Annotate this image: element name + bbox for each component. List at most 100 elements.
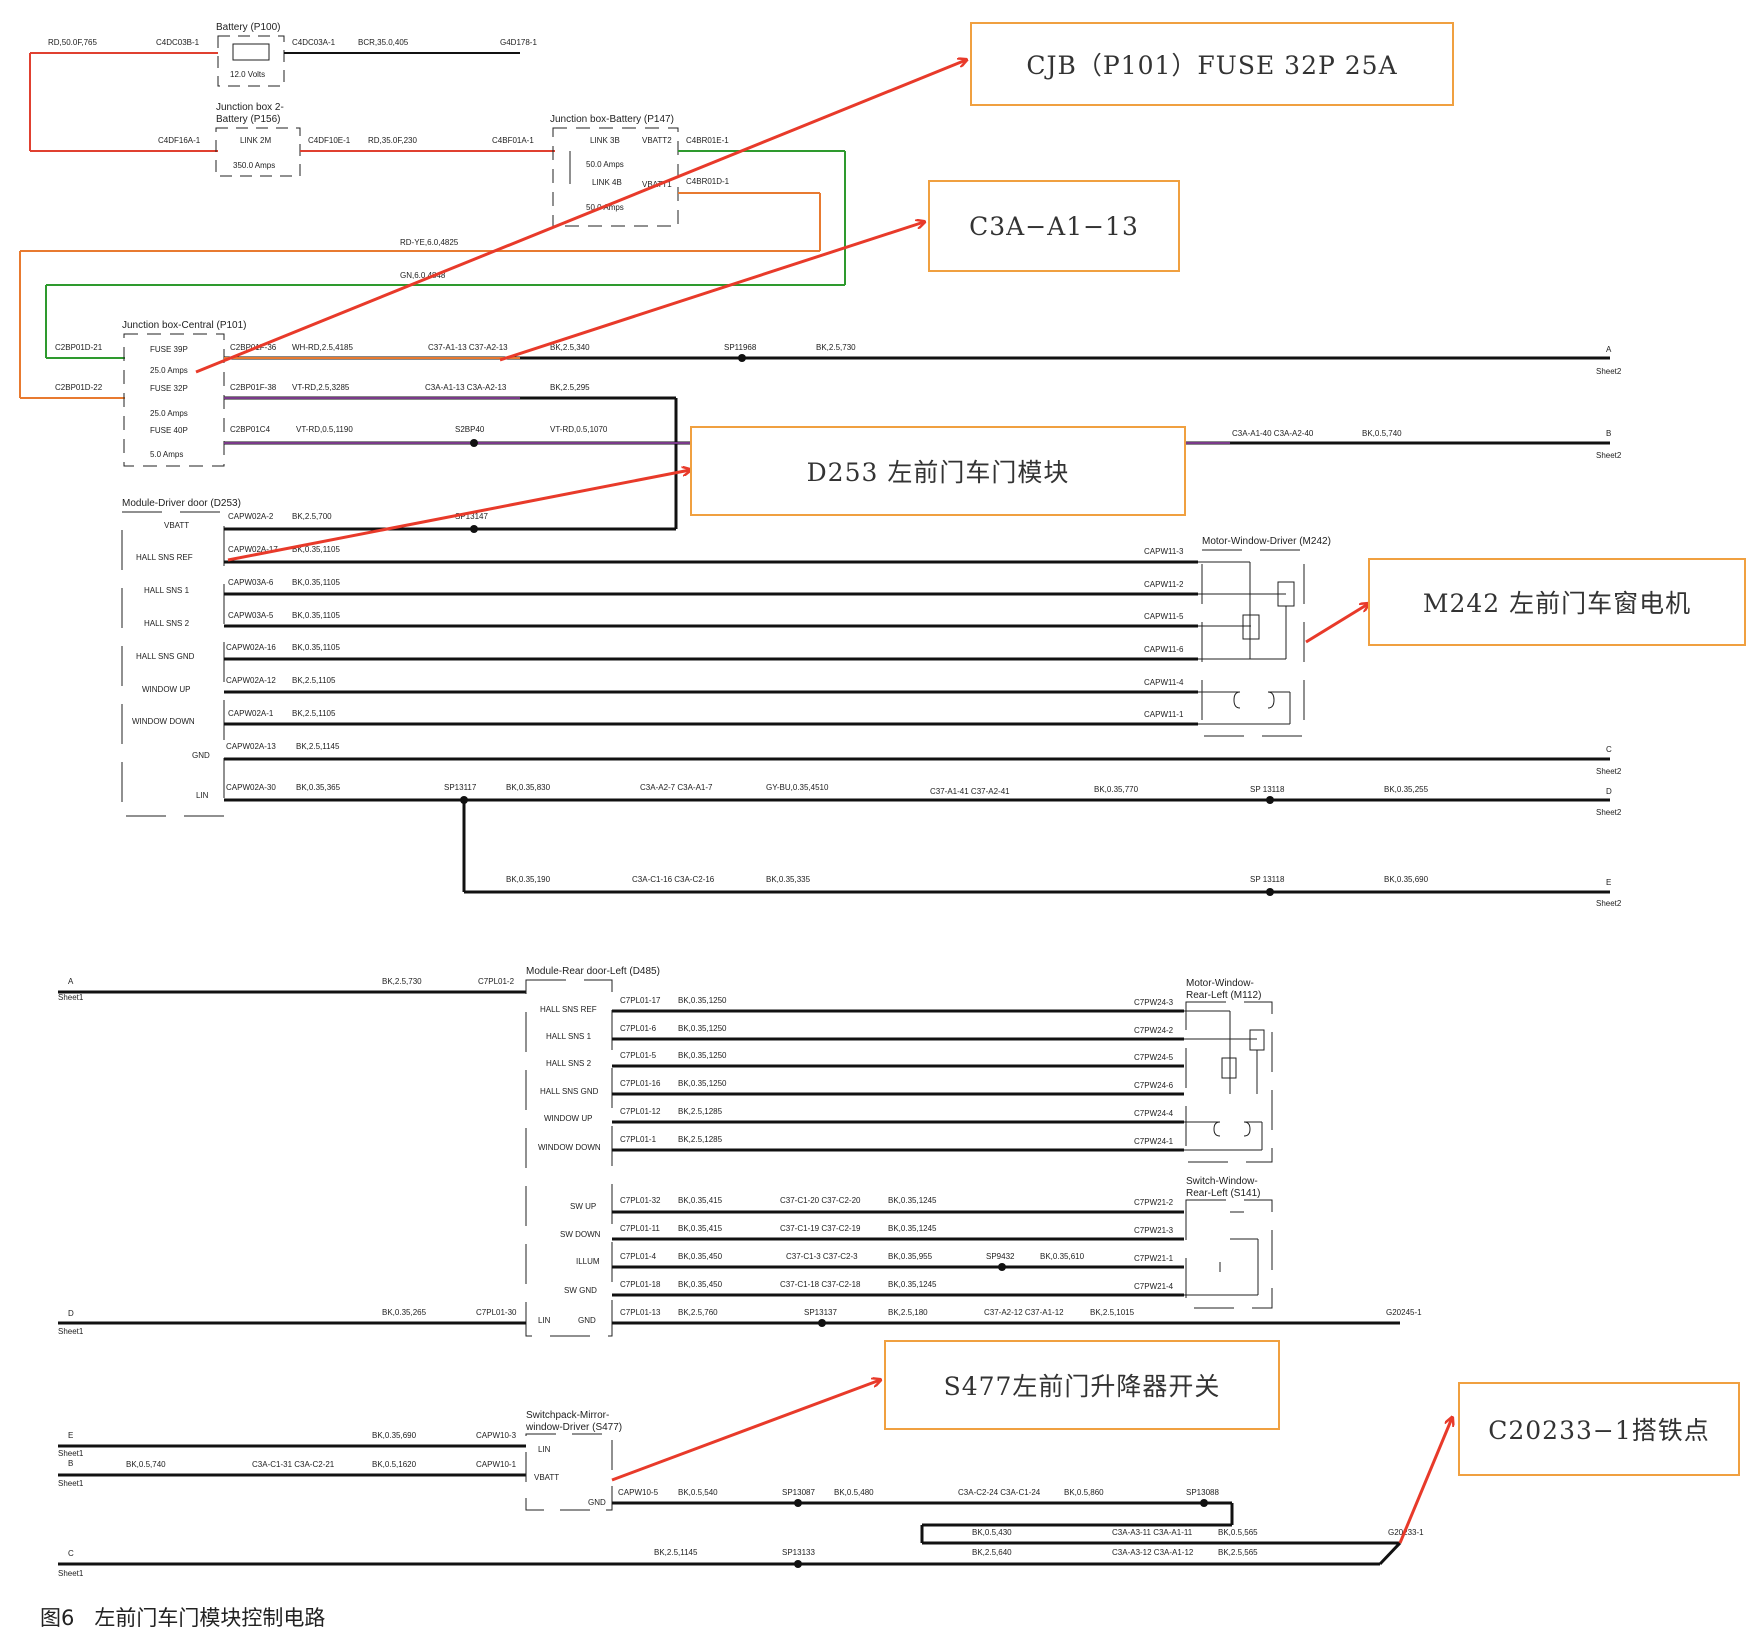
svg-text:C7PL01-32: C7PL01-32 (620, 1196, 661, 1205)
svg-text:GN,6.0,4848: GN,6.0,4848 (400, 271, 446, 280)
svg-text:B: B (1606, 429, 1611, 438)
svg-text:25.0 Amps: 25.0 Amps (150, 409, 188, 418)
svg-text:window-Driver (S477): window-Driver (S477) (525, 1422, 622, 1433)
svg-text:C2BP01D-21: C2BP01D-21 (55, 343, 103, 352)
svg-text:BK,0.35,1245: BK,0.35,1245 (888, 1280, 937, 1289)
svg-text:SP9432: SP9432 (986, 1252, 1015, 1261)
svg-text:HALL SNS 2: HALL SNS 2 (144, 619, 190, 628)
svg-text:BK,0.35,770: BK,0.35,770 (1094, 785, 1139, 794)
svg-text:C4DF10E-1: C4DF10E-1 (308, 136, 351, 145)
svg-text:HALL SNS GND: HALL SNS GND (136, 652, 195, 661)
svg-text:C: C (1606, 745, 1612, 754)
arrow-c3a (499, 222, 924, 362)
svg-text:BK,0.35,415: BK,0.35,415 (678, 1196, 723, 1205)
svg-text:BK,0.35,450: BK,0.35,450 (678, 1280, 723, 1289)
svg-text:CAPW11-2: CAPW11-2 (1144, 580, 1184, 589)
svg-text:SP13137: SP13137 (804, 1308, 837, 1317)
svg-text:LINK 3B: LINK 3B (590, 136, 620, 145)
svg-text:BK,2.5,180: BK,2.5,180 (888, 1308, 928, 1317)
svg-text:BK,2.5,340: BK,2.5,340 (550, 343, 590, 352)
svg-text:BK,0.35,365: BK,0.35,365 (296, 783, 341, 792)
svg-text:CAPW11-3: CAPW11-3 (1144, 547, 1184, 556)
svg-text:BK,0.5,430: BK,0.5,430 (972, 1528, 1012, 1537)
svg-text:GY-BU,0.35,4510: GY-BU,0.35,4510 (766, 783, 829, 792)
svg-text:C37-C1-19 C37-C2-19: C37-C1-19 C37-C2-19 (780, 1224, 861, 1233)
svg-text:C3A-C1-16 C3A-C2-16: C3A-C1-16 C3A-C2-16 (632, 875, 715, 884)
svg-text:FUSE 39P: FUSE 39P (150, 345, 188, 354)
svg-text:C7PL01-17: C7PL01-17 (620, 996, 661, 1005)
svg-text:BK,0.35,1105: BK,0.35,1105 (292, 545, 340, 554)
svg-text:CAPW03A-5: CAPW03A-5 (228, 611, 274, 620)
svg-text:Switch-Window-: Switch-Window- (1186, 1176, 1258, 1187)
svg-text:C7PL01-2: C7PL01-2 (478, 977, 515, 986)
svg-text:Sheet2: Sheet2 (1596, 767, 1622, 776)
svg-text:BK,0.35,690: BK,0.35,690 (372, 1431, 417, 1440)
svg-text:C3A-C1-31 C3A-C2-21: C3A-C1-31 C3A-C2-21 (252, 1460, 335, 1469)
svg-text:Battery (P100): Battery (P100) (216, 22, 280, 33)
svg-text:25.0 Amps: 25.0 Amps (150, 366, 188, 375)
svg-text:SW GND: SW GND (564, 1286, 597, 1295)
svg-text:HALL SNS 1: HALL SNS 1 (144, 586, 190, 595)
svg-text:BK,0.35,1105: BK,0.35,1105 (292, 578, 340, 587)
svg-text:BK,0.35,1250: BK,0.35,1250 (678, 1051, 727, 1060)
svg-text:Sheet1: Sheet1 (58, 1327, 84, 1336)
svg-text:S2BP40: S2BP40 (455, 425, 485, 434)
svg-text:CAPW02A-13: CAPW02A-13 (226, 742, 276, 751)
svg-text:GND: GND (578, 1316, 596, 1325)
svg-text:HALL SNS GND: HALL SNS GND (540, 1087, 599, 1096)
svg-text:BK,0.35,1105: BK,0.35,1105 (292, 643, 340, 652)
svg-text:C37-A1-41 C37-A2-41: C37-A1-41 C37-A2-41 (930, 787, 1010, 796)
svg-text:CAPW02A-1: CAPW02A-1 (228, 709, 274, 718)
svg-text:LIN: LIN (538, 1316, 551, 1325)
svg-text:Rear-Left (S141): Rear-Left (S141) (1186, 1188, 1260, 1199)
svg-text:C7PL01-18: C7PL01-18 (620, 1280, 661, 1289)
svg-text:BK,0.35,335: BK,0.35,335 (766, 875, 811, 884)
arrow-s477 (611, 1380, 880, 1482)
svg-text:WINDOW DOWN: WINDOW DOWN (538, 1143, 601, 1152)
svg-text:CAPW02A-12: CAPW02A-12 (226, 676, 276, 685)
svg-text:SP13117: SP13117 (444, 783, 477, 792)
svg-text:FUSE 40P: FUSE 40P (150, 426, 188, 435)
svg-text:WINDOW UP: WINDOW UP (142, 685, 190, 694)
svg-text:GND: GND (588, 1498, 606, 1507)
svg-text:BK,0.35,955: BK,0.35,955 (888, 1252, 933, 1261)
svg-text:Junction box 2-: Junction box 2- (216, 102, 284, 113)
svg-text:A: A (68, 977, 74, 986)
svg-text:C2BP01C4: C2BP01C4 (230, 425, 271, 434)
motor-window-rear-left-m112: Motor-Window- Rear-Left (M112) (1184, 978, 1273, 1163)
figure-title: 左前门车门模块控制电路 (94, 1606, 326, 1630)
svg-text:BK,0.35,610: BK,0.35,610 (1040, 1252, 1085, 1261)
svg-text:C7PL01-5: C7PL01-5 (620, 1051, 657, 1060)
svg-text:Sheet1: Sheet1 (58, 1479, 84, 1488)
svg-text:BK,0.35,1245: BK,0.35,1245 (888, 1196, 937, 1205)
svg-text:C3A-A1-13 C3A-A2-13: C3A-A1-13 C3A-A2-13 (425, 383, 507, 392)
motor-window-driver-m242: Motor-Window-Driver (M242) (1198, 536, 1331, 737)
svg-text:BK,0.5,565: BK,0.5,565 (1218, 1528, 1258, 1537)
svg-text:Rear-Left (M112): Rear-Left (M112) (1186, 990, 1261, 1001)
svg-text:C7PL01-1: C7PL01-1 (620, 1135, 657, 1144)
svg-text:BK,0.35,1250: BK,0.35,1250 (678, 1024, 727, 1033)
svg-text:SW DOWN: SW DOWN (560, 1230, 601, 1239)
svg-text:BK,0.5,540: BK,0.5,540 (678, 1488, 718, 1497)
arrow-d253 (227, 470, 690, 562)
svg-text:E: E (68, 1431, 73, 1440)
svg-text:SP13133: SP13133 (782, 1548, 815, 1557)
svg-text:Motor-Window-Driver (M242): Motor-Window-Driver (M242) (1202, 536, 1331, 547)
svg-text:350.0 Amps: 350.0 Amps (233, 161, 275, 170)
svg-text:C37-A2-12 C37-A1-12: C37-A2-12 C37-A1-12 (984, 1308, 1064, 1317)
svg-text:C37-A1-13 C37-A2-13: C37-A1-13 C37-A2-13 (428, 343, 508, 352)
svg-text:C37-C1-3 C37-C2-3: C37-C1-3 C37-C2-3 (786, 1252, 858, 1261)
svg-text:BK,0.35,1245: BK,0.35,1245 (888, 1224, 937, 1233)
svg-text:50.0 Amps: 50.0 Amps (586, 160, 624, 169)
switch-window-rear-left-s141: Switch-Window- Rear-Left (S141) (1184, 1176, 1273, 1309)
svg-text:A: A (1606, 345, 1612, 354)
svg-text:C4DF16A-1: C4DF16A-1 (158, 136, 201, 145)
svg-text:C4DC03A-1: C4DC03A-1 (292, 38, 336, 47)
callout-m242-motor: M242 左前门车窗电机 (1368, 558, 1746, 646)
svg-text:CAPW02A-16: CAPW02A-16 (226, 643, 276, 652)
svg-text:C7PL01-16: C7PL01-16 (620, 1079, 661, 1088)
svg-text:BK,2.5,1285: BK,2.5,1285 (678, 1135, 723, 1144)
svg-text:WINDOW UP: WINDOW UP (544, 1114, 592, 1123)
svg-text:Junction box-Battery (P147): Junction box-Battery (P147) (550, 114, 674, 125)
svg-text:BK,2.5,760: BK,2.5,760 (678, 1308, 718, 1317)
